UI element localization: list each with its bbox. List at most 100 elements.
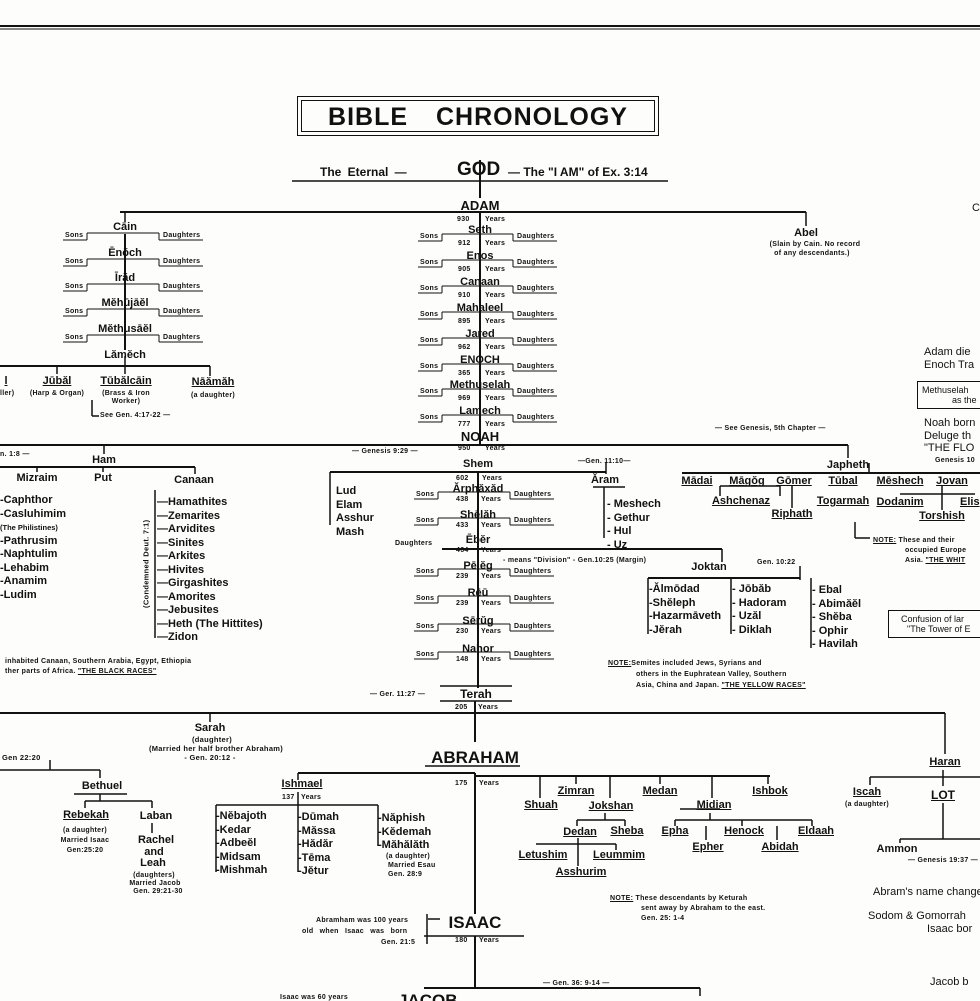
abraham-name: ABRAHAM [431, 748, 519, 767]
ishmael-son: -Mishmah [216, 864, 267, 878]
shem-descendant-name: Ărphăxăd [452, 483, 504, 495]
lifespan-years: 239 [456, 600, 469, 607]
torshish-name: Torshish [919, 510, 965, 522]
ishmael-son: -Kĕdemah [378, 826, 431, 840]
meshech-name: Mēshech [876, 475, 924, 487]
put-name: Put [94, 472, 112, 484]
list-item-text: Kĕdemah [381, 825, 432, 838]
ishmael-son: -Midsam [216, 851, 267, 865]
rebekah-name: Rebekah [63, 809, 109, 821]
list-item-text: Zidon [168, 631, 198, 643]
branch-tick: — [157, 496, 168, 508]
list-item-text: Mishmah [219, 864, 268, 876]
shem-years: 602 [456, 475, 469, 482]
lifespan-years: 910 [458, 292, 471, 299]
lot-name: LOT [931, 788, 955, 802]
sarah-note: (daughter) [191, 735, 233, 744]
list-item-text: Hivites [168, 563, 205, 576]
shem-son: Mash [336, 526, 374, 540]
branch-tick: - [298, 851, 302, 864]
sons-label: Sons [65, 308, 84, 315]
gen-36-reference: — Gen. 36: 9-14 — [543, 980, 610, 987]
list-item-text: Ebal [818, 584, 842, 596]
abel-note: (Slain by Cain. No record [769, 241, 861, 248]
gen-22-reference: Gen 22:20 [2, 753, 41, 762]
mizraim-descendant: -Lehabim [0, 562, 66, 576]
jubal-name: Jūbăl [42, 375, 72, 387]
lifespan-years: 230 [456, 628, 469, 635]
years-label: Years [485, 240, 506, 247]
branch-tick: - [298, 824, 302, 837]
branch-tick: - [298, 838, 302, 850]
years-label: Years [485, 445, 506, 452]
mizraim-name: Mizraim [16, 472, 58, 484]
jokshan-name: Jokshan [588, 800, 634, 812]
years-label: Years [485, 216, 506, 223]
letushim-name: Letushim [518, 849, 568, 861]
branch-tick: - [812, 611, 819, 623]
joktan-son: - Diklah [732, 624, 786, 638]
eldaah-name: Eldaah [797, 825, 835, 837]
list-item-text: (The Philistines) [0, 523, 58, 532]
rebekah-note: Gen:25:20 [66, 847, 104, 854]
branch-tick: - [732, 610, 739, 622]
rebekah-note: Married Isaac [60, 837, 110, 844]
years-label: Years [481, 628, 502, 635]
laban-name: Laban [139, 810, 173, 822]
canaan-descendant: —Arkites [157, 550, 263, 564]
genesis-108-reference: n. 1:8 — [0, 451, 30, 458]
list-item-text: Dūmah [301, 811, 339, 823]
epher-name: Epher [692, 841, 724, 853]
semites-note: Asia, China and Japan. [636, 682, 720, 689]
list-item-text: Shĕleph [652, 596, 696, 609]
ishmael-son: -Jĕtur [298, 865, 339, 879]
branch-tick: — [157, 590, 168, 603]
riphath-name: Riphath [771, 508, 813, 520]
naamah-note: (a daughter) [190, 392, 236, 399]
sarah-note: - Gen. 20:12 - [184, 753, 236, 762]
canaan-descendant: —Zidon [157, 631, 263, 645]
ishmael-sons-col2: -Dūmah-Măssa-Hădăr-Tēma-Jĕtur [298, 811, 339, 879]
seth-descendant-name: Jared [465, 328, 495, 340]
list-item-text: Hădăr [301, 838, 333, 850]
aram-son: - Uz [607, 539, 661, 553]
rachel-leah-note: (daughters) [133, 872, 175, 879]
ishmael-son: -Tēma [298, 852, 339, 866]
sheba-name: Sheba [610, 825, 644, 837]
daughters-label: Daughters [163, 232, 201, 239]
daughters-label: Daughters [517, 285, 555, 292]
canaan-descendant: —Amorites [157, 591, 263, 605]
jubal-note: (Harp & Organ) [29, 390, 85, 397]
keturah-note: Gen. 25: 1-4 [641, 915, 685, 922]
timeline-sodom: Sodom & Gomorrah [868, 910, 966, 922]
daughters-label: Daughters [514, 595, 552, 602]
list-item-text: Shĕba [818, 611, 852, 623]
sons-label: Sons [420, 337, 439, 344]
lifespan-years: 239 [456, 573, 469, 580]
branch-tick: - [298, 811, 302, 823]
togarmah-name: Togarmah [816, 495, 870, 507]
branch-tick: - [378, 812, 382, 824]
canaan-descendant: —Hamathites [157, 496, 263, 510]
branch-tick: - [216, 810, 220, 822]
branch-tick: - [378, 825, 382, 838]
shem-descendant-name: Pēlĕg [463, 560, 493, 572]
daughters-label: Daughters [517, 414, 555, 421]
timeline-methuselah: as the [952, 395, 977, 405]
semites-note-line1: NOTE:Semites included Jews, Syrians and [608, 660, 762, 667]
cain-descendant-name: Lămĕch [104, 349, 146, 361]
genesis-929-reference: — Genesis 9:29 — [352, 448, 418, 455]
joktan-sons-col3: - Ebal- Abimăĕl- Shĕba- Ophir- Havilah [812, 584, 861, 652]
joktan-son: - Shĕba [812, 611, 861, 625]
terah-years: 205 [455, 704, 468, 711]
ishmael-sons-col3: -Năphish-Kĕdemah-Măhălăth [378, 812, 431, 853]
years-label: Years [481, 496, 502, 503]
timeline-abram: Abram's name changed [873, 886, 980, 898]
daughters-label: Daughters [517, 311, 555, 318]
joktan-son: - Ebal [812, 584, 861, 598]
semites-note-line3: Asia, China and Japan. "THE YELLOW RACES… [636, 682, 806, 689]
cain-descendant-name: Ēnŏch [108, 247, 142, 259]
keturah-note-line1: NOTE: These descendants by Keturah [610, 895, 747, 902]
header-right: — The "I AM" of Ex. 3:14 [508, 165, 648, 179]
